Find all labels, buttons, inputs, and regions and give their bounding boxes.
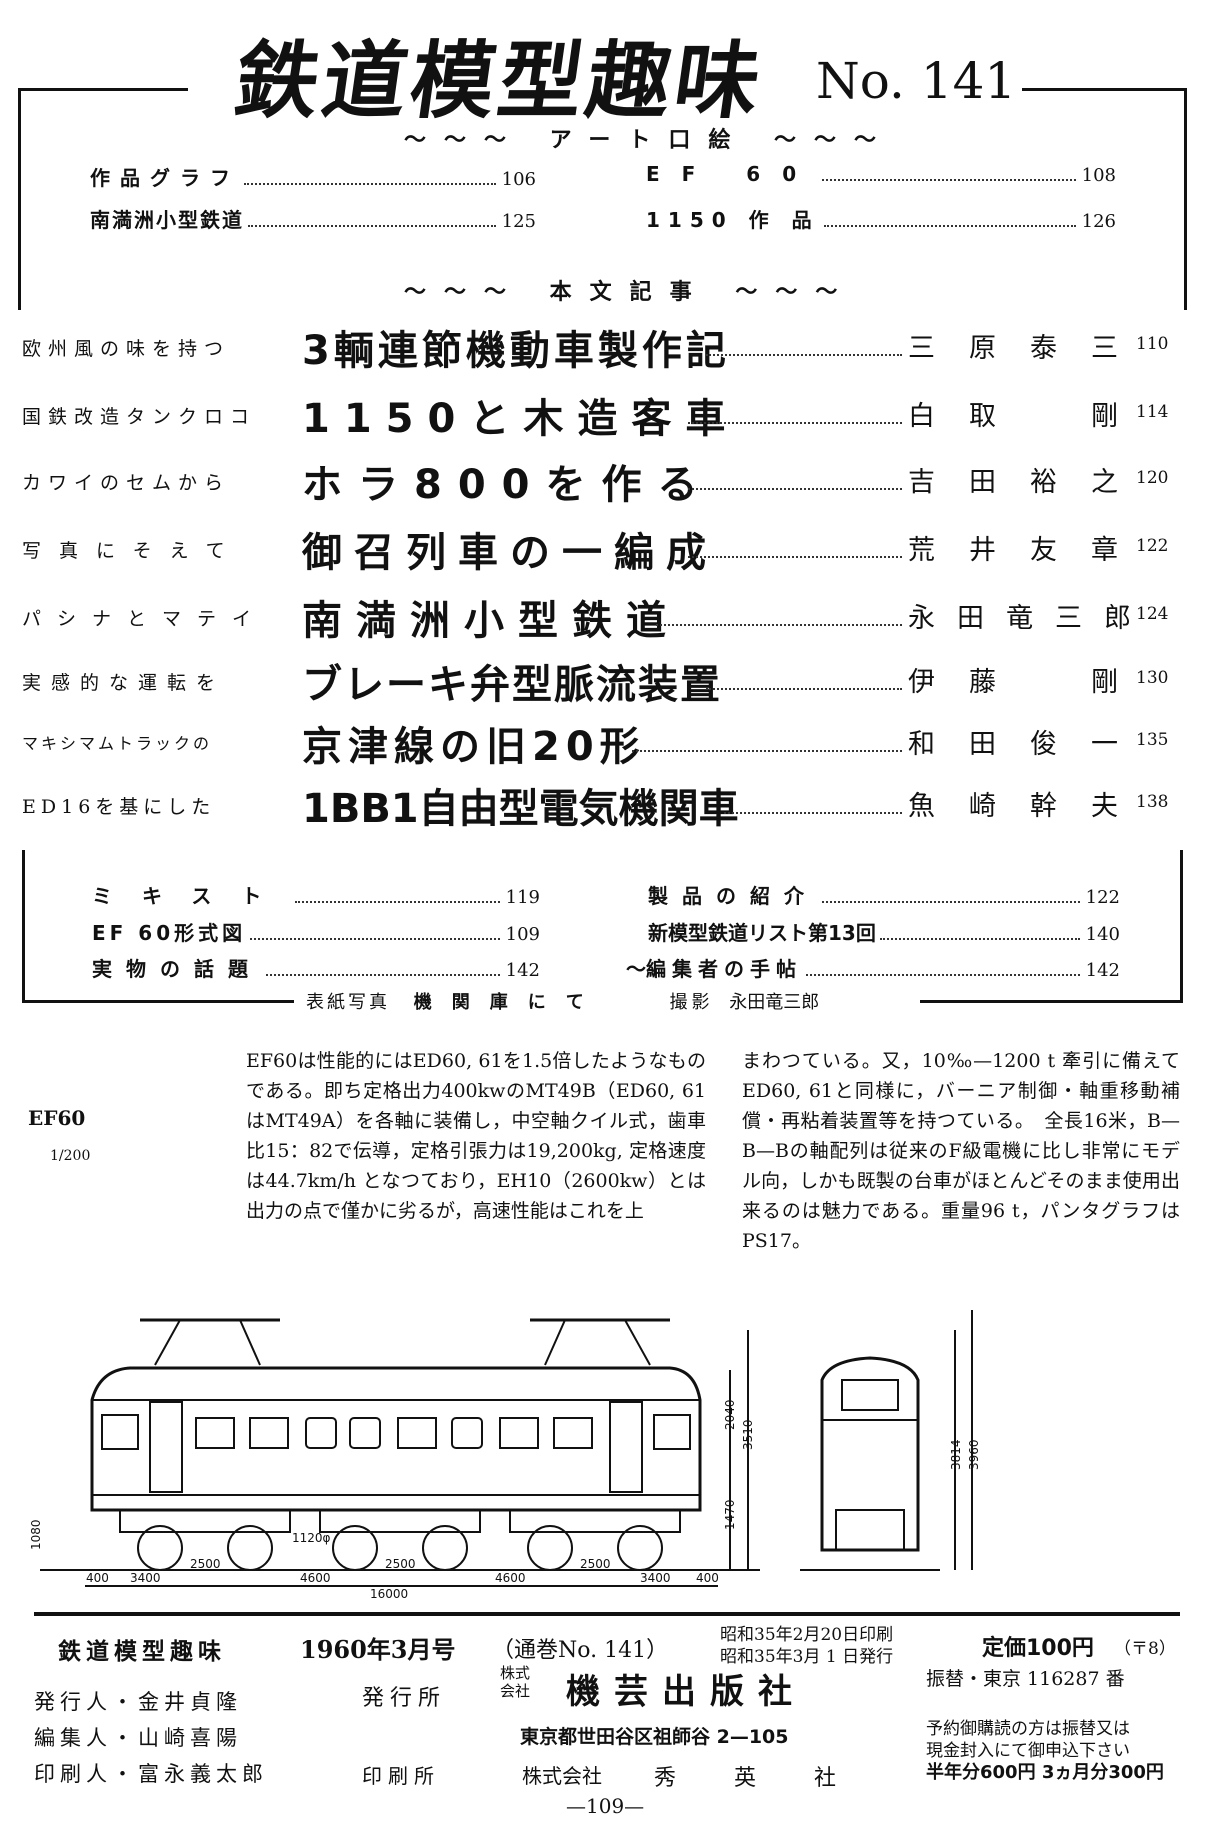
publisher-address: 東京都世田谷区祖師谷 2—105: [520, 1726, 789, 1748]
ef60-drawing: 2040 3510 1470 1080 1120φ 400 400 2500 2…: [29, 1310, 981, 1600]
dim-label: 2500: [190, 1557, 221, 1571]
frame-bottom-right: [920, 1000, 1183, 1003]
magazine-title: 鉄道模型趣味: [228, 32, 770, 130]
frame-top-right: [1022, 88, 1187, 91]
frame-left-lower: [22, 850, 25, 1002]
cover-credit: 表紙写真 機関庫にて 撮影 永田竜三郎: [306, 992, 820, 1013]
subscription-note: 予約御購読の方は振替又は: [926, 1719, 1130, 1739]
dim-label: 3814: [949, 1439, 963, 1470]
dim-label: 4600: [300, 1571, 331, 1585]
colophon-print-date: 昭和35年2月20日印刷: [720, 1625, 894, 1645]
article-row[interactable]: 実感的な運転を ブレーキ弁型脈流装置 伊藤 剛 130: [22, 662, 1169, 708]
transfer-account: 振替・東京 116287 番: [926, 1668, 1125, 1690]
frame-right-lower: [1180, 850, 1183, 1002]
article-row[interactable]: マキシマムトラックの 京津線の旧20形 和田俊一 135: [22, 724, 1169, 770]
publisher-name: 機芸出版社: [566, 1672, 806, 1712]
publisher-type: 株式会社: [500, 1664, 531, 1700]
colophon-person: 発行人・金井貞隆: [34, 1690, 242, 1714]
colophon-postage: （〒8）: [1114, 1639, 1176, 1659]
article-row[interactable]: 写真にそえて 御召列車の一編成 荒井友章 122: [22, 530, 1169, 576]
article-row[interactable]: パシナとマテイ 南満洲小型鉄道 永田竜三郎 124: [22, 598, 1169, 644]
article-row[interactable]: カワイのセムから ホラ800を作る 吉田裕之 120: [22, 462, 1169, 508]
dim-label: 3400: [130, 1571, 161, 1585]
printer-name: 秀 英 社: [654, 1766, 855, 1791]
colophon-issue-date: 1960年3月号: [300, 1635, 456, 1664]
dim-label: 400: [86, 1571, 109, 1585]
dim-label: 3510: [741, 1419, 755, 1450]
frame-top-left: [18, 88, 188, 91]
printer-type: 株式会社: [522, 1764, 602, 1788]
dim-label: 4600: [495, 1571, 526, 1585]
art-section-heading: ～～～ アート口絵 ～～～: [404, 128, 895, 153]
ef60-caption: EF60: [28, 1106, 86, 1130]
ef60-text-right: まわつている。又，10‰—1200 t 牽引に備えてED60, 61と同様に，バ…: [742, 1050, 1180, 1252]
dim-label: 3400: [640, 1571, 671, 1585]
dim-label: 1080: [29, 1519, 43, 1550]
issue-number: No. 141: [816, 52, 1017, 110]
article-row[interactable]: 欧州風の味を持つ 3輌連節機動車製作記 三原泰三 110: [22, 328, 1169, 374]
dim-label: 3960: [967, 1439, 981, 1470]
dim-label: 1120φ: [292, 1531, 331, 1545]
dim-label: 1470: [723, 1499, 737, 1530]
articles-section-heading: ～～～ 本文記事 ～～～: [404, 280, 856, 305]
frame-right: [1184, 88, 1187, 310]
colophon-person: 編集人・山崎喜陽: [34, 1726, 242, 1750]
page-number: —109—: [566, 1794, 645, 1818]
colophon-magazine: 鉄道模型趣味: [58, 1639, 226, 1665]
dim-label: 2040: [723, 1399, 737, 1430]
ef60-text-left: EF60は性能的にはED60, 61を1.5倍したようなものである。即ち定格出力…: [246, 1050, 706, 1222]
publisher-label: 発行所: [362, 1686, 447, 1711]
dim-label: 2500: [385, 1557, 416, 1571]
subscription-price: 半年分600円 3ヵ月分300円: [926, 1762, 1164, 1783]
dim-label: 16000: [370, 1587, 408, 1600]
subscription-note: 現金封入にて御申込下さい: [926, 1741, 1130, 1761]
frame-left: [18, 88, 21, 310]
article-row[interactable]: 国鉄改造タンクロコ 1150と木造客車 白取 剛 114: [22, 396, 1169, 442]
article-row[interactable]: ED16を基にした 1BB1自由型電気機関車 魚崎幹夫 138: [22, 786, 1169, 832]
colophon-publish-date: 昭和35年3月 1 日発行: [720, 1647, 894, 1667]
colophon-person: 印刷人・富永義太郎: [34, 1762, 268, 1786]
dim-label: 2500: [580, 1557, 611, 1571]
frame-bottom-left: [22, 1000, 294, 1003]
dim-label: 400: [696, 1571, 719, 1585]
colophon-price: 定価100円: [982, 1636, 1094, 1661]
printer-label: 印刷所: [362, 1764, 440, 1788]
colophon-rule: [34, 1612, 1180, 1616]
colophon-volume: （通巻No. 141）: [492, 1638, 669, 1663]
ef60-scale: 1/200: [50, 1148, 91, 1164]
